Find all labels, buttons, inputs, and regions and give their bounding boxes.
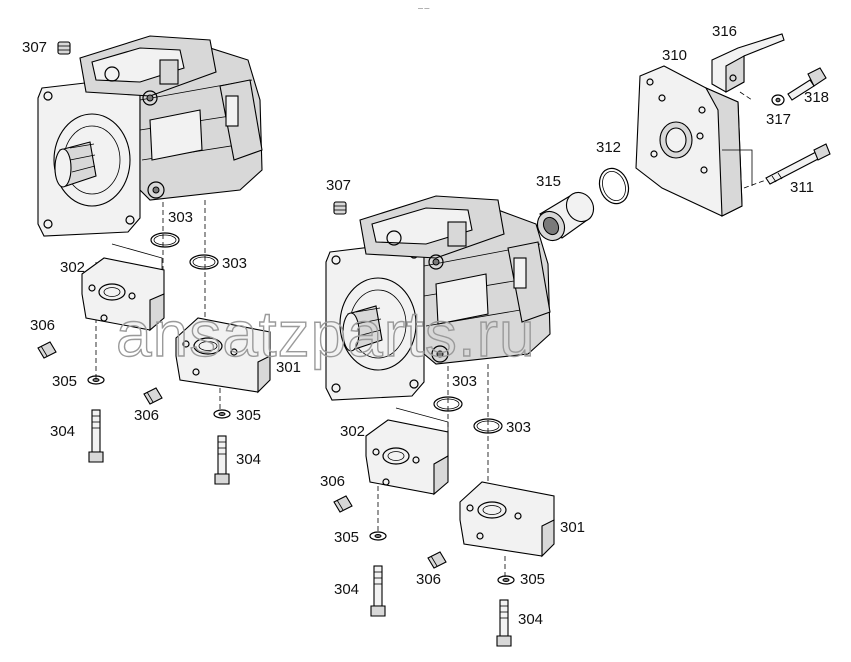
bolt-304-right-b [496,599,512,647]
callout-303-right-a: 303 [452,373,477,390]
block-301-left [175,317,271,394]
bolt-311 [765,143,831,185]
washer-317 [771,94,785,106]
callout-301-right: 301 [560,519,585,536]
callout-304-left-a: 304 [50,423,75,440]
callout-304-right-b: 304 [518,611,543,628]
fitting-306-left-a [37,341,57,359]
callout-311: 311 [790,179,814,196]
bolt-304-left-a [88,409,104,463]
callout-303-left-b: 303 [222,255,247,272]
bolt-304-left-b [214,435,230,485]
washer-305-right-b [497,575,515,585]
callout-306-left-a: 306 [30,317,55,334]
block-302-right [365,419,449,496]
callout-303-right-b: 303 [506,419,531,436]
callout-305-right-a: 305 [334,529,359,546]
oring-303-left-a [150,232,180,248]
callout-318: 318 [804,89,829,106]
cover-plate-310 [635,65,753,217]
callout-302-left: 302 [60,259,85,276]
callout-307-right: 307 [326,177,351,194]
callout-307-left: 307 [22,39,47,56]
callout-302-right: 302 [340,423,365,440]
callout-306-right-b: 306 [416,571,441,588]
pump-left [37,35,263,237]
oring-303-right-a [433,396,463,412]
bolt-318 [787,67,827,101]
oring-303-right-b [473,418,503,434]
fitting-306-left-b [143,387,163,405]
callout-317: 317 [766,111,791,128]
fitting-306-right-a [333,495,353,513]
callout-305-left-b: 305 [236,407,261,424]
callout-310: 310 [662,47,687,64]
callout-301-left: 301 [276,359,301,376]
watermark: ansatzparts.ru [116,298,536,370]
bolt-304-right-a [370,565,386,617]
block-301-right [459,481,555,558]
callout-316: 316 [712,23,737,40]
bracket-316 [711,33,785,93]
callout-312: 312 [596,139,621,156]
washer-305-left-b [213,409,231,419]
washer-305-left-a [87,375,105,385]
callout-303-left-a: 303 [168,209,193,226]
callout-306-left-b: 306 [134,407,159,424]
plug-307-right [333,201,347,215]
oring-312 [598,167,630,205]
callout-304-right-a: 304 [334,581,359,598]
callout-304-left-b: 304 [236,451,261,468]
fitting-306-right-b [427,551,447,569]
washer-305-right-a [369,531,387,541]
pump-right [325,195,551,401]
oring-303-left-b [189,254,219,270]
top-mark: — — [418,6,429,12]
block-302-left [81,257,165,332]
callout-305-right-b: 305 [520,571,545,588]
sleeve-315 [536,191,595,242]
callout-306-right-a: 306 [320,473,345,490]
callout-315: 315 [536,173,561,190]
callout-305-left-a: 305 [52,373,77,390]
plug-307-left [57,41,71,55]
